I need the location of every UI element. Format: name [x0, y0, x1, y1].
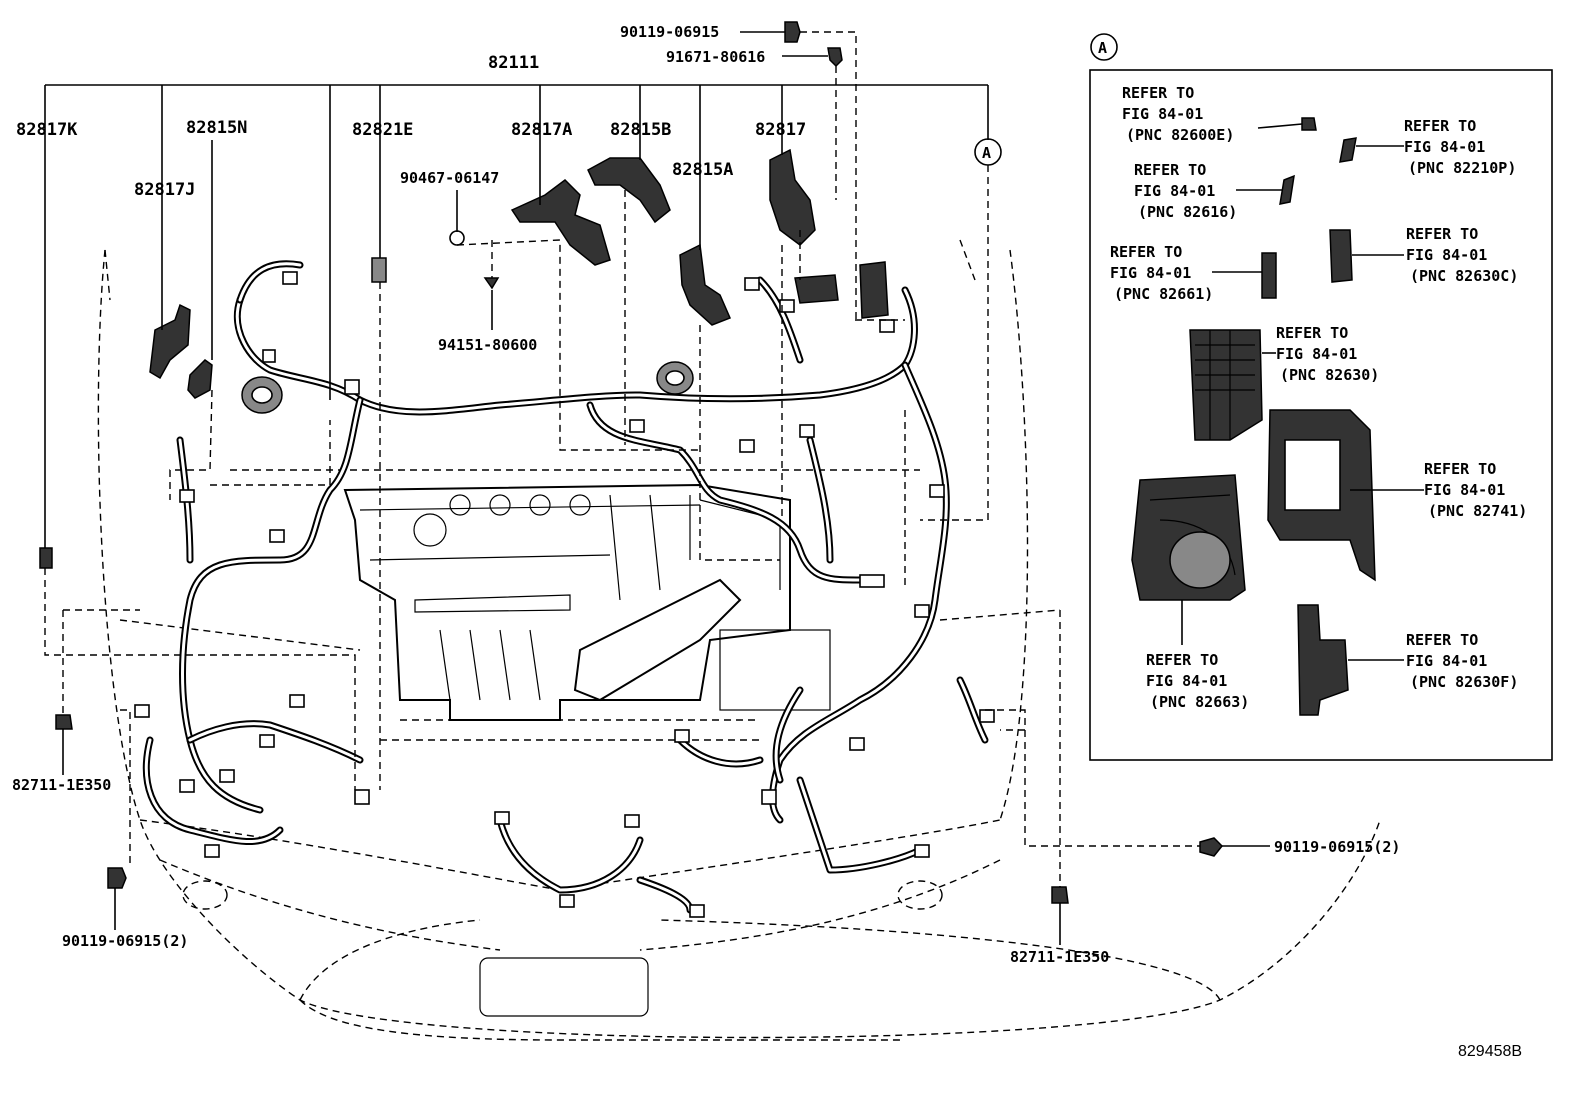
clamp-82815N [187, 359, 213, 399]
bolt-90119-06915-left [107, 867, 127, 889]
inset-part-82630 [1189, 329, 1263, 441]
inset-ref-82741: REFER TO FIG 84-01 (PNC 82741) [1424, 460, 1527, 520]
svg-text:FIG 84-01: FIG 84-01 [1406, 246, 1487, 264]
svg-text:(PNC 82630F): (PNC 82630F) [1410, 673, 1518, 691]
vehicle-body-outline [97, 239, 1381, 1041]
label-82711-left: 82711-1E350 [12, 776, 111, 794]
svg-text:FIG 84-01: FIG 84-01 [1276, 345, 1357, 363]
fuse-clip [859, 261, 889, 319]
protector-82815B [587, 157, 671, 224]
label-82817K: 82817K [16, 120, 78, 140]
bolt-91671-80616 [827, 47, 843, 68]
inset-ref-82210P: REFER TO FIG 84-01 (PNC 82210P) [1404, 117, 1516, 177]
label-82817: 82817 [755, 120, 806, 140]
inset-part-82600E [1301, 117, 1317, 131]
bolt-90119-06915-top [784, 21, 801, 43]
brackets [39, 21, 1224, 904]
callout-labels: 82111 82817K 82815N 82817J 82821E 82817A… [12, 23, 1400, 966]
label-82817J: 82817J [134, 180, 195, 200]
svg-text:FIG 84-01: FIG 84-01 [1404, 138, 1485, 156]
inset-ref-82661: REFER TO FIG 84-01 (PNC 82661) [1110, 243, 1213, 303]
bolt-90119-06915-right [1199, 837, 1224, 857]
svg-text:(PNC 82663): (PNC 82663) [1150, 693, 1249, 711]
inset-part-82616 [1279, 174, 1295, 205]
grommets [241, 361, 694, 414]
leader-lines [44, 31, 1270, 945]
label-90119-right: 90119-06915(2) [1274, 838, 1400, 856]
main-wire-harness [142, 260, 989, 914]
section-marker-inset: A [1090, 33, 1118, 61]
svg-text:FIG 84-01: FIG 84-01 [1146, 672, 1227, 690]
bracket-82817A [510, 179, 611, 266]
svg-text:(PNC 82616): (PNC 82616) [1138, 203, 1237, 221]
label-82711-right: 82711-1E350 [1010, 948, 1109, 966]
label-82821E: 82821E [352, 120, 413, 140]
label-82817A: 82817A [511, 120, 572, 140]
bracket-82817 [769, 148, 816, 246]
inset-ref-82616: REFER TO FIG 84-01 (PNC 82616) [1134, 161, 1237, 221]
svg-text:(PNC 82630): (PNC 82630) [1280, 366, 1379, 384]
bolt-90467-06147 [449, 230, 465, 246]
svg-text:(PNC 82210P): (PNC 82210P) [1408, 159, 1516, 177]
svg-text:REFER TO: REFER TO [1406, 225, 1478, 243]
svg-text:(PNC 82741): (PNC 82741) [1428, 502, 1527, 520]
label-82815A: 82815A [672, 160, 733, 180]
bracket-82817J [149, 303, 191, 380]
clip-82711-left [55, 714, 73, 730]
label-91671-80616: 91671-80616 [666, 48, 765, 66]
diagram-code: 829458B [1458, 1043, 1522, 1060]
inset-ref-82630F: REFER TO FIG 84-01 (PNC 82630F) [1406, 631, 1518, 691]
harness-connectors [134, 271, 995, 918]
inset-part-82630C [1329, 229, 1353, 283]
svg-text:REFER TO: REFER TO [1134, 161, 1206, 179]
svg-text:(PNC 82600E): (PNC 82600E) [1126, 126, 1234, 144]
clip-94151-80600 [483, 277, 500, 290]
section-marker-main: A [974, 138, 1002, 166]
svg-text:REFER TO: REFER TO [1146, 651, 1218, 669]
inset-part-82210P [1339, 137, 1357, 163]
inset-ref-82663: REFER TO FIG 84-01 (PNC 82663) [1146, 651, 1249, 711]
bracket-82817K [39, 547, 53, 569]
label-82815B: 82815B [610, 120, 671, 140]
section-marker-a-main: A [982, 144, 991, 162]
protector-82815A [679, 243, 731, 326]
inset-ref-82630C: REFER TO FIG 84-01 (PNC 82630C) [1406, 225, 1518, 285]
label-90119-06915-top: 90119-06915 [620, 23, 719, 41]
label-82111: 82111 [488, 53, 539, 73]
svg-text:REFER TO: REFER TO [1276, 324, 1348, 342]
svg-text:REFER TO: REFER TO [1404, 117, 1476, 135]
svg-text:FIG 84-01: FIG 84-01 [1110, 264, 1191, 282]
svg-text:FIG 84-01: FIG 84-01 [1134, 182, 1215, 200]
inset-panel-a: REFER TO FIG 84-01 (PNC 82600E) REFER TO… [1089, 69, 1553, 761]
clip-82711-right [1051, 886, 1069, 904]
svg-text:FIG 84-01: FIG 84-01 [1424, 481, 1505, 499]
engine-block [343, 483, 831, 721]
label-90119-left: 90119-06915(2) [62, 932, 188, 950]
svg-text:(PNC 82630C): (PNC 82630C) [1410, 267, 1518, 285]
inset-part-82661 [1261, 252, 1277, 299]
relay-block [794, 274, 839, 304]
section-marker-a-inset: A [1098, 39, 1107, 57]
label-82815N: 82815N [186, 118, 247, 138]
svg-text:REFER TO: REFER TO [1122, 84, 1194, 102]
label-94151-80600: 94151-80600 [438, 336, 537, 354]
inset-ref-82630: REFER TO FIG 84-01 (PNC 82630) [1276, 324, 1379, 384]
svg-text:FIG 84-01: FIG 84-01 [1122, 105, 1203, 123]
label-90467-06147: 90467-06147 [400, 169, 499, 187]
inset-part-82630F [1297, 604, 1349, 716]
svg-text:REFER TO: REFER TO [1406, 631, 1478, 649]
svg-text:(PNC 82661): (PNC 82661) [1114, 285, 1213, 303]
svg-text:FIG 84-01: FIG 84-01 [1406, 652, 1487, 670]
svg-text:REFER TO: REFER TO [1110, 243, 1182, 261]
inset-ref-82600E: REFER TO FIG 84-01 (PNC 82600E) [1122, 84, 1234, 144]
svg-text:REFER TO: REFER TO [1424, 460, 1496, 478]
clamp-82821E [371, 257, 387, 283]
